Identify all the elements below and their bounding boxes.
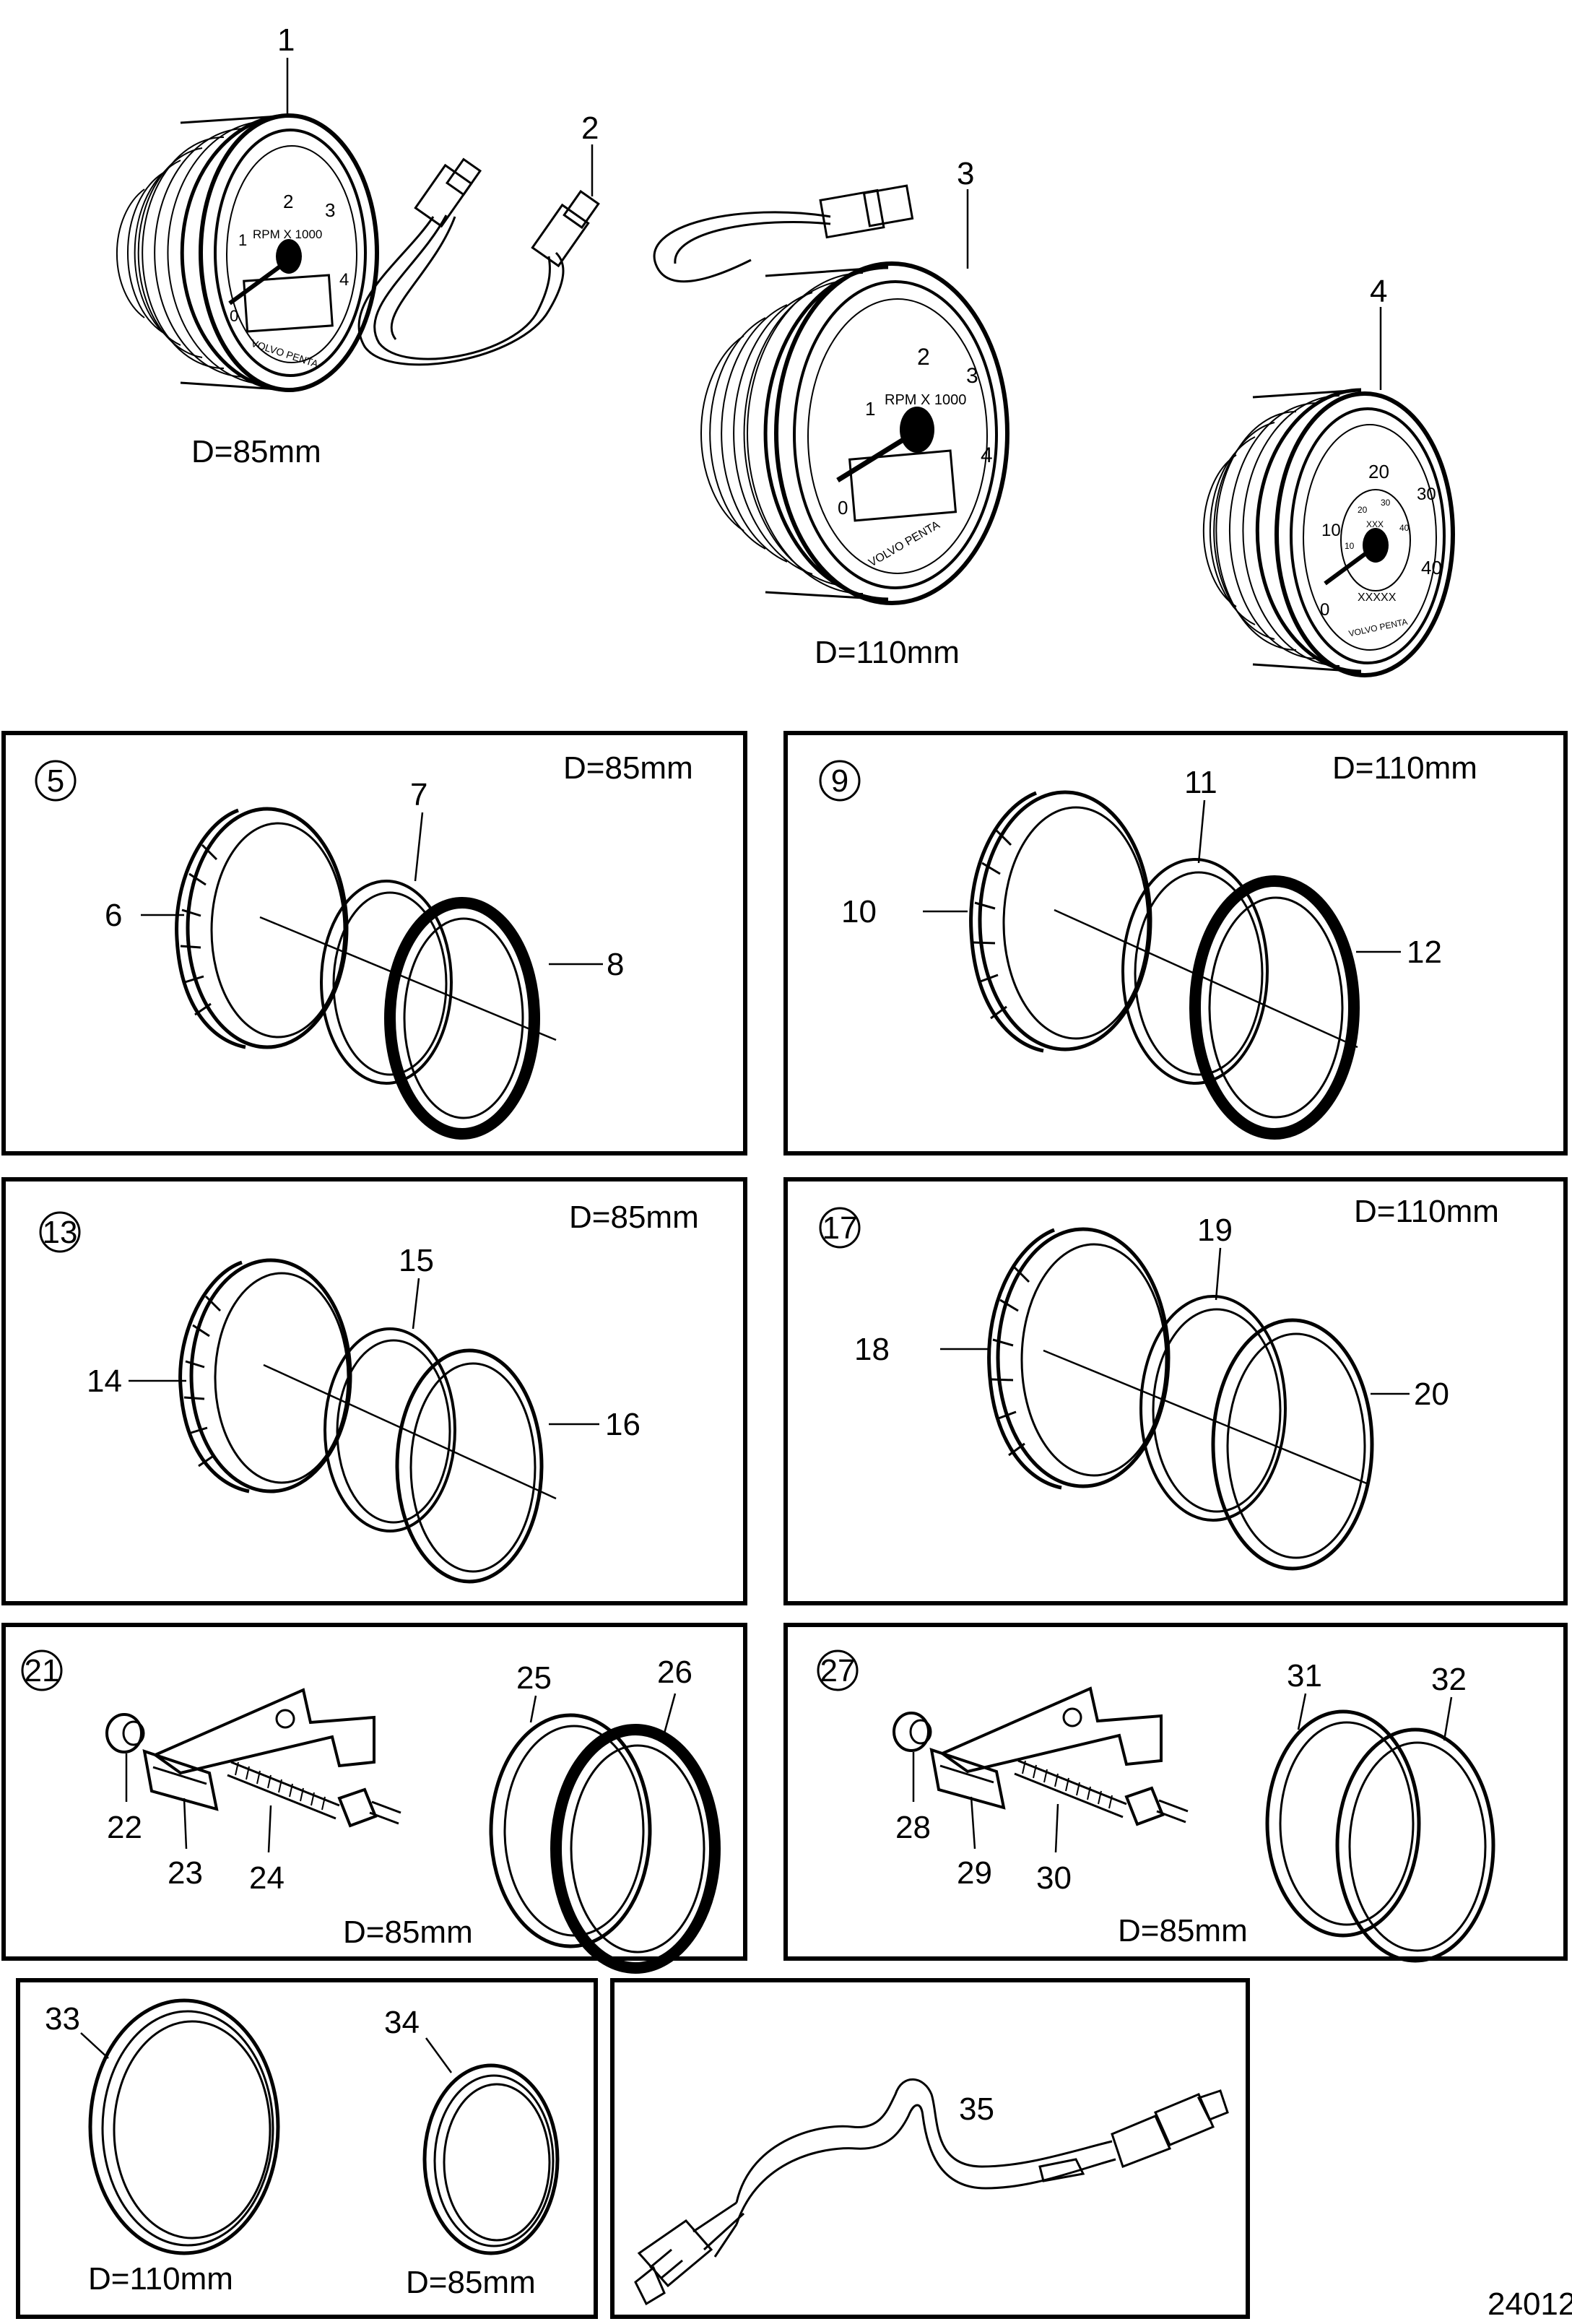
seal-33-size: D=110mm [88, 2261, 233, 2297]
gauge-1-tick-2: 2 [283, 191, 293, 212]
gauge-4-tick-0: 0 [1320, 600, 1329, 620]
kit-5-part-6: 6 [105, 898, 122, 933]
gauge-4-inner-40: 40 [1399, 523, 1410, 533]
gauge-4-inner-30: 30 [1381, 498, 1391, 508]
seal-34-label: 34 [384, 2005, 420, 2040]
gauge-3-tick-0: 0 [838, 497, 848, 519]
gauge-1-tick-1: 1 [238, 231, 247, 249]
gauge-3-brand: VOLVO PENTA [867, 519, 942, 569]
seal-33-label: 33 [45, 2001, 80, 2037]
kit-17-part-20: 20 [1414, 1376, 1449, 1412]
kit-17-number: 17 [822, 1210, 858, 1246]
kit-panel-5: 5 D=85mm 6 7 8 [1, 731, 747, 1156]
kit-panel-9: 9 D=110mm 10 11 12 [783, 731, 1568, 1156]
gauge-1-rpm-label: RPM X 1000 [253, 227, 322, 241]
bracket-21-part-24: 24 [249, 1860, 285, 1896]
bracket-21-part-26: 26 [657, 1655, 692, 1690]
label-1: 1 [277, 22, 295, 58]
kit-17-part-19: 19 [1197, 1213, 1233, 1248]
kit-17-part-18: 18 [854, 1332, 890, 1367]
kit-9-size: D=110mm [1332, 750, 1477, 786]
kit-17-size: D=110mm [1354, 1194, 1499, 1229]
gauge-3-rpm-label: RPM X 1000 [885, 392, 966, 408]
gauge-4-tick-20: 20 [1368, 461, 1389, 482]
kit-5-part-7: 7 [410, 777, 427, 812]
kit-5-number: 5 [47, 763, 64, 799]
gauge-3: RPM X 1000 0 1 2 3 4 VOLVO PENTA [653, 184, 1009, 605]
bracket-27-part-30: 30 [1036, 1860, 1072, 1896]
kit-9-number: 9 [831, 763, 848, 799]
gauge-4-odometer: XXXXX [1358, 591, 1397, 604]
gauge-4-tick-10: 10 [1321, 521, 1341, 540]
kit-9-part-10: 10 [841, 894, 877, 929]
bracket-27-part-32: 32 [1431, 1662, 1467, 1697]
kit-13-number: 13 [43, 1215, 78, 1250]
label-2: 2 [581, 110, 599, 146]
gauge-1-tick-0: 0 [230, 307, 238, 325]
label-3: 3 [957, 156, 974, 191]
harness-panel: 35 [610, 1978, 1250, 2319]
kit-9-part-11: 11 [1184, 765, 1217, 800]
figure-id: 24012 [1488, 2286, 1572, 2322]
bracket-27-part-31: 31 [1287, 1658, 1322, 1694]
bracket-21-part-22: 22 [107, 1810, 142, 1845]
label-4: 4 [1370, 274, 1387, 309]
bracket-panel-21: 21 22 23 24 25 26 D=85mm [1, 1623, 747, 1974]
bracket-panel-27: 27 28 29 30 31 32 D=85mm [783, 1623, 1568, 1963]
size-85-caption: D=85mm [191, 434, 321, 469]
gauge-3-tick-3: 3 [966, 364, 978, 388]
gauge-4-inner-20: 20 [1358, 505, 1368, 515]
kit-panel-17: 17 D=110mm 18 19 20 [783, 1177, 1568, 1605]
gauge-3-tick-2: 2 [917, 344, 930, 370]
kit-13-part-14: 14 [87, 1363, 122, 1399]
harness-35-label: 35 [959, 2091, 994, 2127]
bracket-21-number: 21 [25, 1653, 60, 1688]
kit-13-part-15: 15 [399, 1243, 434, 1278]
gauge-4-tick-40: 40 [1421, 557, 1442, 578]
gauge-4-brand: VOLVO PENTA [1347, 617, 1408, 639]
bracket-27-part-28: 28 [895, 1810, 931, 1845]
bracket-21-size: D=85mm [343, 1915, 473, 1950]
gauge-4-inner-10: 10 [1345, 541, 1355, 551]
bracket-27-part-29: 29 [957, 1855, 992, 1891]
kit-9-part-12: 12 [1407, 935, 1442, 970]
kit-5-part-8: 8 [607, 947, 624, 982]
gauge-1-tick-4: 4 [339, 270, 349, 290]
kit-13-size: D=85mm [569, 1200, 699, 1235]
bracket-27-number: 27 [820, 1653, 856, 1688]
kit-13-part-16: 16 [605, 1407, 640, 1442]
kit-panel-13: 13 D=85mm 14 15 16 [1, 1177, 747, 1605]
gauge-4-tick-30: 30 [1417, 485, 1436, 504]
seal-34-size: D=85mm [406, 2265, 536, 2300]
bracket-27-size: D=85mm [1118, 1913, 1248, 1948]
gauge-1: RPM X 1000 0 1 2 3 4 VOLVO PENTA [116, 113, 379, 392]
gauge-4-small-readout: XXX [1366, 519, 1384, 529]
gauge-4: 0 10 20 30 40 10 20 30 40 XXX XXXXX VOLV… [1202, 388, 1455, 677]
gauge-3-tick-4: 4 [981, 443, 993, 467]
size-110-caption: D=110mm [815, 635, 960, 670]
bracket-21-part-23: 23 [168, 1855, 203, 1891]
gauge-3-tick-1: 1 [865, 398, 875, 420]
bracket-21-part-25: 25 [516, 1660, 552, 1696]
gauge-1-tick-3: 3 [325, 199, 335, 221]
seals-panel: 33 34 D=110mm D=85mm [16, 1978, 598, 2319]
cable-2 [357, 157, 600, 366]
kit-5-size: D=85mm [563, 750, 693, 786]
